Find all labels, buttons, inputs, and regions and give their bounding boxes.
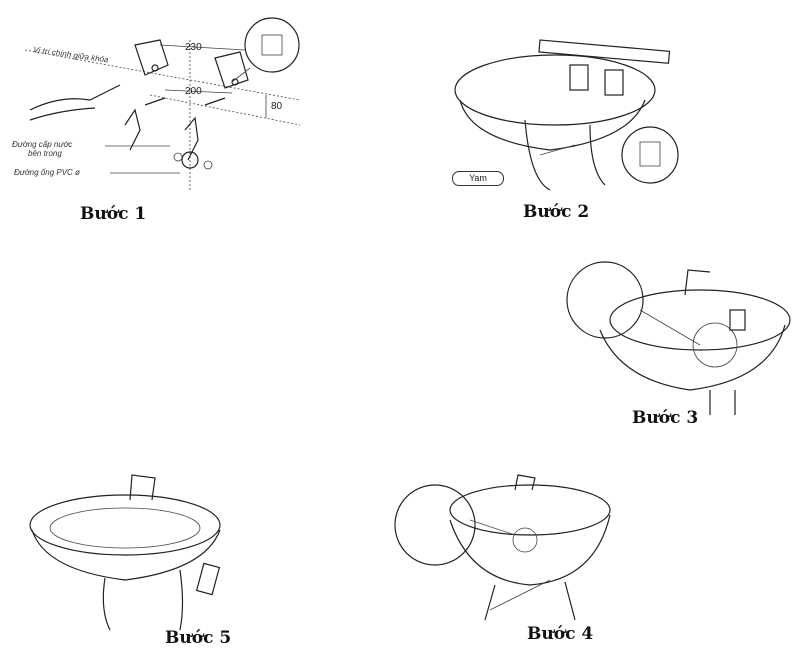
step-5-illustration (20, 470, 240, 640)
step-3-illustration (560, 250, 800, 420)
step-4-caption: Bước 4 (527, 624, 594, 644)
dimension-230: 230 (185, 42, 202, 53)
dimension-200: 200 (185, 86, 202, 97)
tool-tag: Yam (452, 171, 504, 186)
step-3-caption: Bước 3 (632, 408, 699, 428)
supply-line-label-2: bên trong (28, 149, 62, 158)
dimension-80: 80 (271, 101, 283, 112)
step-4-illustration (390, 470, 620, 640)
step-1-caption: Bước 1 (80, 204, 147, 224)
step-2-illustration (440, 30, 680, 200)
supply-line-label: Đường cấp nước (12, 140, 72, 149)
pvc-pipe-label: Đường ống PVC ø (14, 168, 80, 177)
step-5-caption: Bước 5 (165, 628, 232, 648)
step-2-caption: Bước 2 (523, 202, 590, 222)
step-1-illustration: 230 200 80 Vị trí chính giữa khóa Đường … (0, 0, 320, 230)
center-position-label: Vị trí chính giữa khóa (33, 45, 110, 65)
bracket-mounting-drawing: 230 200 80 Vị trí chính giữa khóa Đường … (12, 17, 301, 190)
